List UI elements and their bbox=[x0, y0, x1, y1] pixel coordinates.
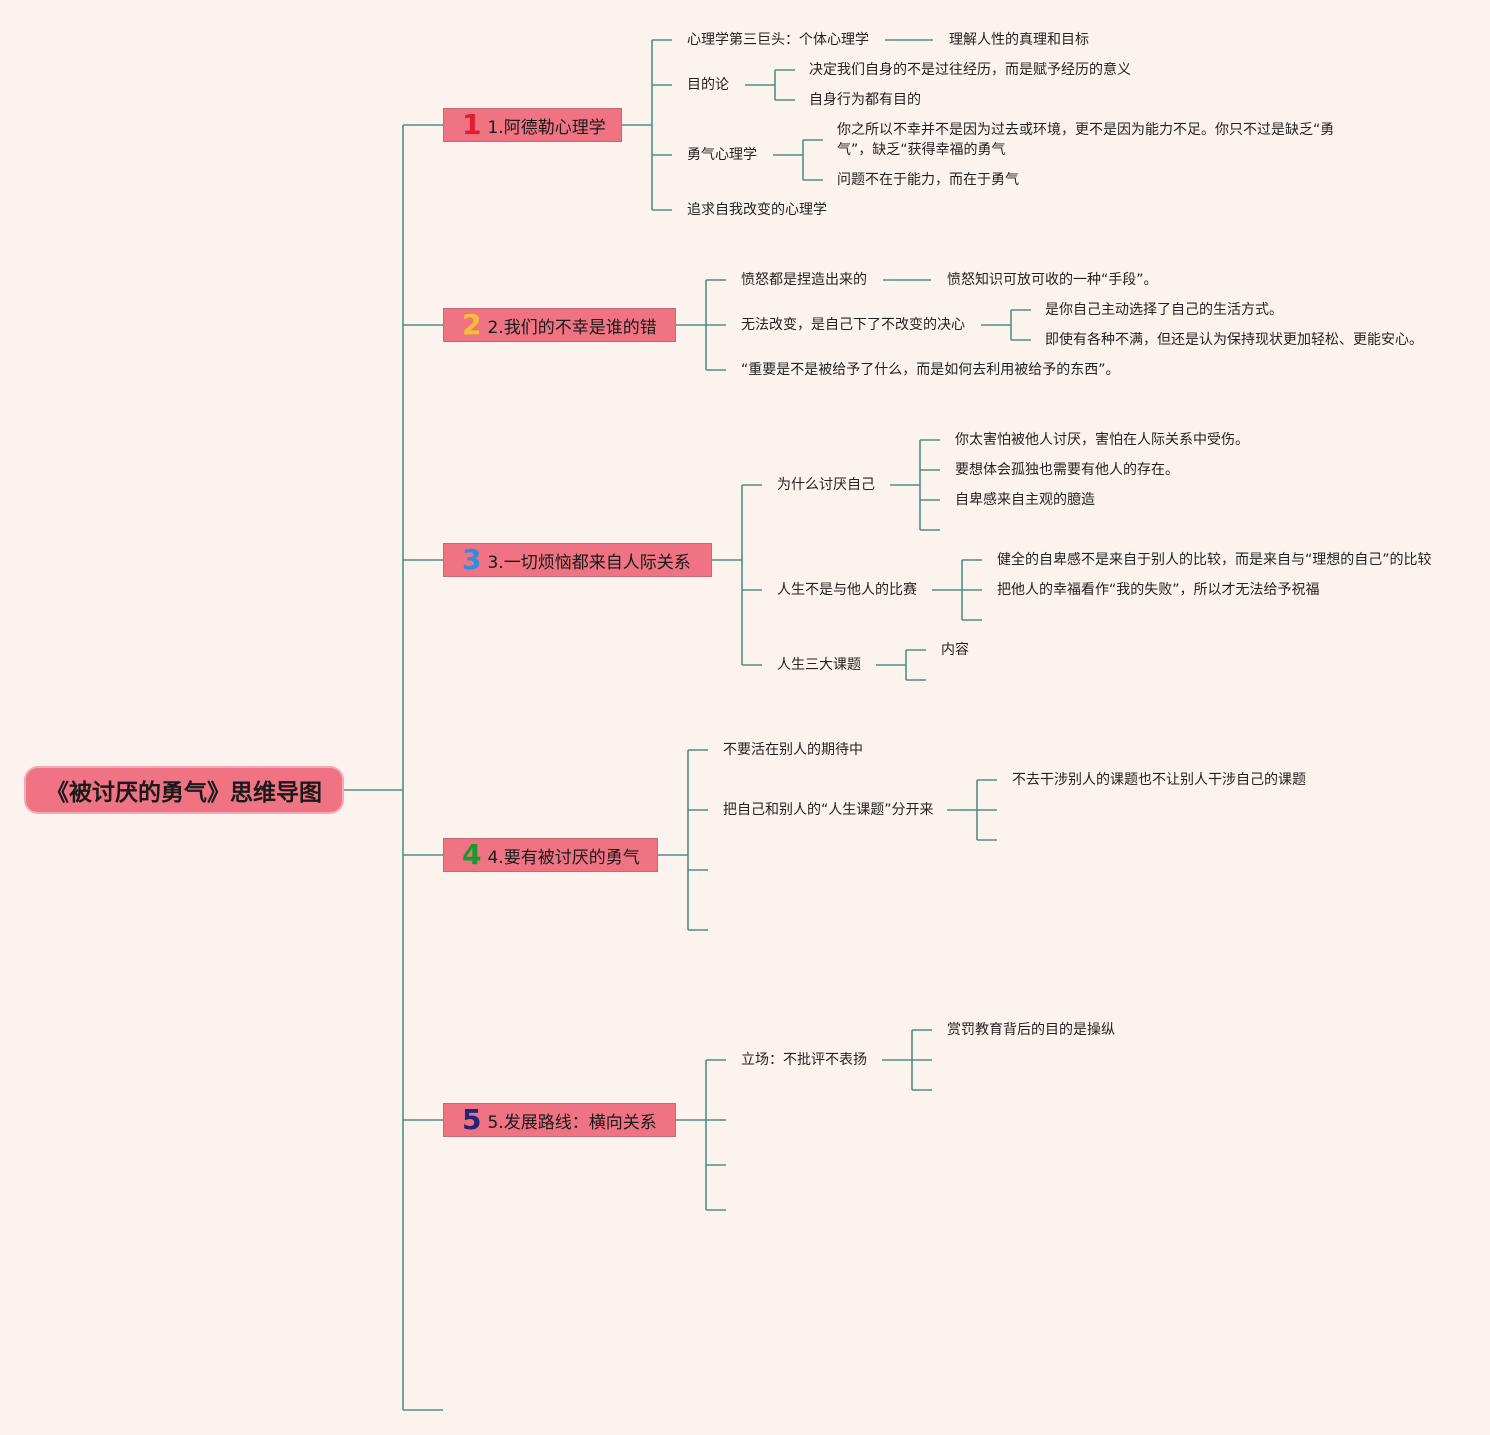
subtopic-afraid-of-dislike[interactable]: 你太害怕被他人讨厌，害怕在人际关系中受伤。 bbox=[955, 432, 1249, 448]
branch-2-label: 2.我们的不幸是谁的错 bbox=[487, 317, 657, 338]
topic-individual-psychology[interactable]: 心理学第三巨头：个体心理学 bbox=[687, 32, 869, 48]
subtopic-content[interactable]: 内容 bbox=[941, 642, 969, 658]
mindmap-title: 《被讨厌的勇气》思维导图 bbox=[46, 780, 322, 806]
subtopic-healthy-inferiority[interactable]: 健全的自卑感不是来自于别人的比较，而是来自与“理想的自己”的比较 bbox=[997, 552, 1432, 568]
number-2-icon: 2 bbox=[462, 308, 482, 341]
subtopic-problem-is-courage[interactable]: 问题不在于能力，而在于勇气 bbox=[837, 172, 1019, 188]
number-3-icon: 3 bbox=[462, 543, 482, 576]
topic-life-not-competition[interactable]: 人生不是与他人的比赛 bbox=[777, 582, 917, 598]
branch-4-node[interactable]: 4 4.要有被讨厌的勇气 bbox=[443, 838, 658, 872]
topic-separate-life-tasks[interactable]: 把自己和别人的“人生课题”分开来 bbox=[723, 802, 934, 818]
subtopic-loneliness-needs-others[interactable]: 要想体会孤独也需要有他人的存在。 bbox=[955, 462, 1179, 478]
topic-decided-not-to-change[interactable]: 无法改变，是自己下了不改变的决心 bbox=[741, 317, 965, 333]
number-1-icon: 1 bbox=[462, 108, 482, 141]
mindmap-root[interactable]: 《被讨厌的勇气》思维导图 bbox=[26, 768, 342, 812]
topic-not-live-for-expectations[interactable]: 不要活在别人的期待中 bbox=[723, 742, 863, 758]
branch-5-label: 5.发展路线：横向关系 bbox=[487, 1112, 657, 1133]
topic-three-life-tasks[interactable]: 人生三大课题 bbox=[777, 657, 861, 673]
subtopic-no-interference[interactable]: 不去干涉别人的课题也不让别人干涉自己的课题 bbox=[1012, 772, 1306, 788]
branch-3-label: 3.一切烦恼都来自人际关系 bbox=[487, 552, 691, 573]
subtopic-status-quo-easier[interactable]: 即使有各种不满，但还是认为保持现状更加轻松、更能安心。 bbox=[1045, 332, 1423, 348]
topic-anger-fabricated[interactable]: 愤怒都是捏造出来的 bbox=[741, 272, 867, 288]
subtopic-understand-human-nature[interactable]: 理解人性的真理和目标 bbox=[949, 32, 1089, 48]
topic-courage-psychology[interactable]: 勇气心理学 bbox=[687, 147, 757, 163]
topic-teleology[interactable]: 目的论 bbox=[687, 77, 729, 93]
subtopic-others-happiness-failure[interactable]: 把他人的幸福看作“我的失败”，所以才无法给予祝福 bbox=[997, 582, 1320, 598]
topic-no-criticism-no-praise[interactable]: 立场：不批评不表扬 bbox=[741, 1052, 867, 1068]
subtopic-chose-lifestyle[interactable]: 是你自己主动选择了自己的生活方式。 bbox=[1045, 302, 1283, 318]
subtopic-lack-of-courage[interactable]: 你之所以不幸并不是因为过去或环境，更不是因为能力不足。你只不过是缺乏“勇气”，缺… bbox=[837, 122, 1335, 158]
number-4-icon: 4 bbox=[462, 838, 482, 871]
branch-2-node[interactable]: 2 2.我们的不幸是谁的错 bbox=[443, 308, 676, 342]
subtopic-inferiority-subjective[interactable]: 自卑感来自主观的臆造 bbox=[955, 492, 1095, 508]
branch-1-node[interactable]: 1 1.阿德勒心理学 bbox=[443, 108, 622, 142]
topic-why-hate-self[interactable]: 为什么讨厌自己 bbox=[777, 477, 875, 493]
number-5-icon: 5 bbox=[462, 1103, 482, 1136]
topic-self-change-psychology[interactable]: 追求自我改变的心理学 bbox=[687, 202, 827, 218]
branch-3-node[interactable]: 3 3.一切烦恼都来自人际关系 bbox=[443, 543, 712, 577]
topic-use-what-given[interactable]: “重要是不是被给予了什么，而是如何去利用被给予的东西”。 bbox=[741, 362, 1120, 378]
branch-1-label: 1.阿德勒心理学 bbox=[487, 117, 606, 138]
subtopic-behavior-has-purpose[interactable]: 自身行为都有目的 bbox=[809, 92, 921, 108]
branch-5-node[interactable]: 5 5.发展路线：横向关系 bbox=[443, 1103, 676, 1137]
subtopic-meaning-of-experience[interactable]: 决定我们自身的不是过往经历，而是赋予经历的意义 bbox=[809, 62, 1131, 78]
subtopic-reward-punishment-manipulation[interactable]: 赏罚教育背后的目的是操纵 bbox=[947, 1022, 1115, 1038]
branch-4-label: 4.要有被讨厌的勇气 bbox=[487, 847, 640, 868]
subtopic-anger-is-tool[interactable]: 愤怒知识可放可收的一种“手段”。 bbox=[947, 272, 1158, 288]
